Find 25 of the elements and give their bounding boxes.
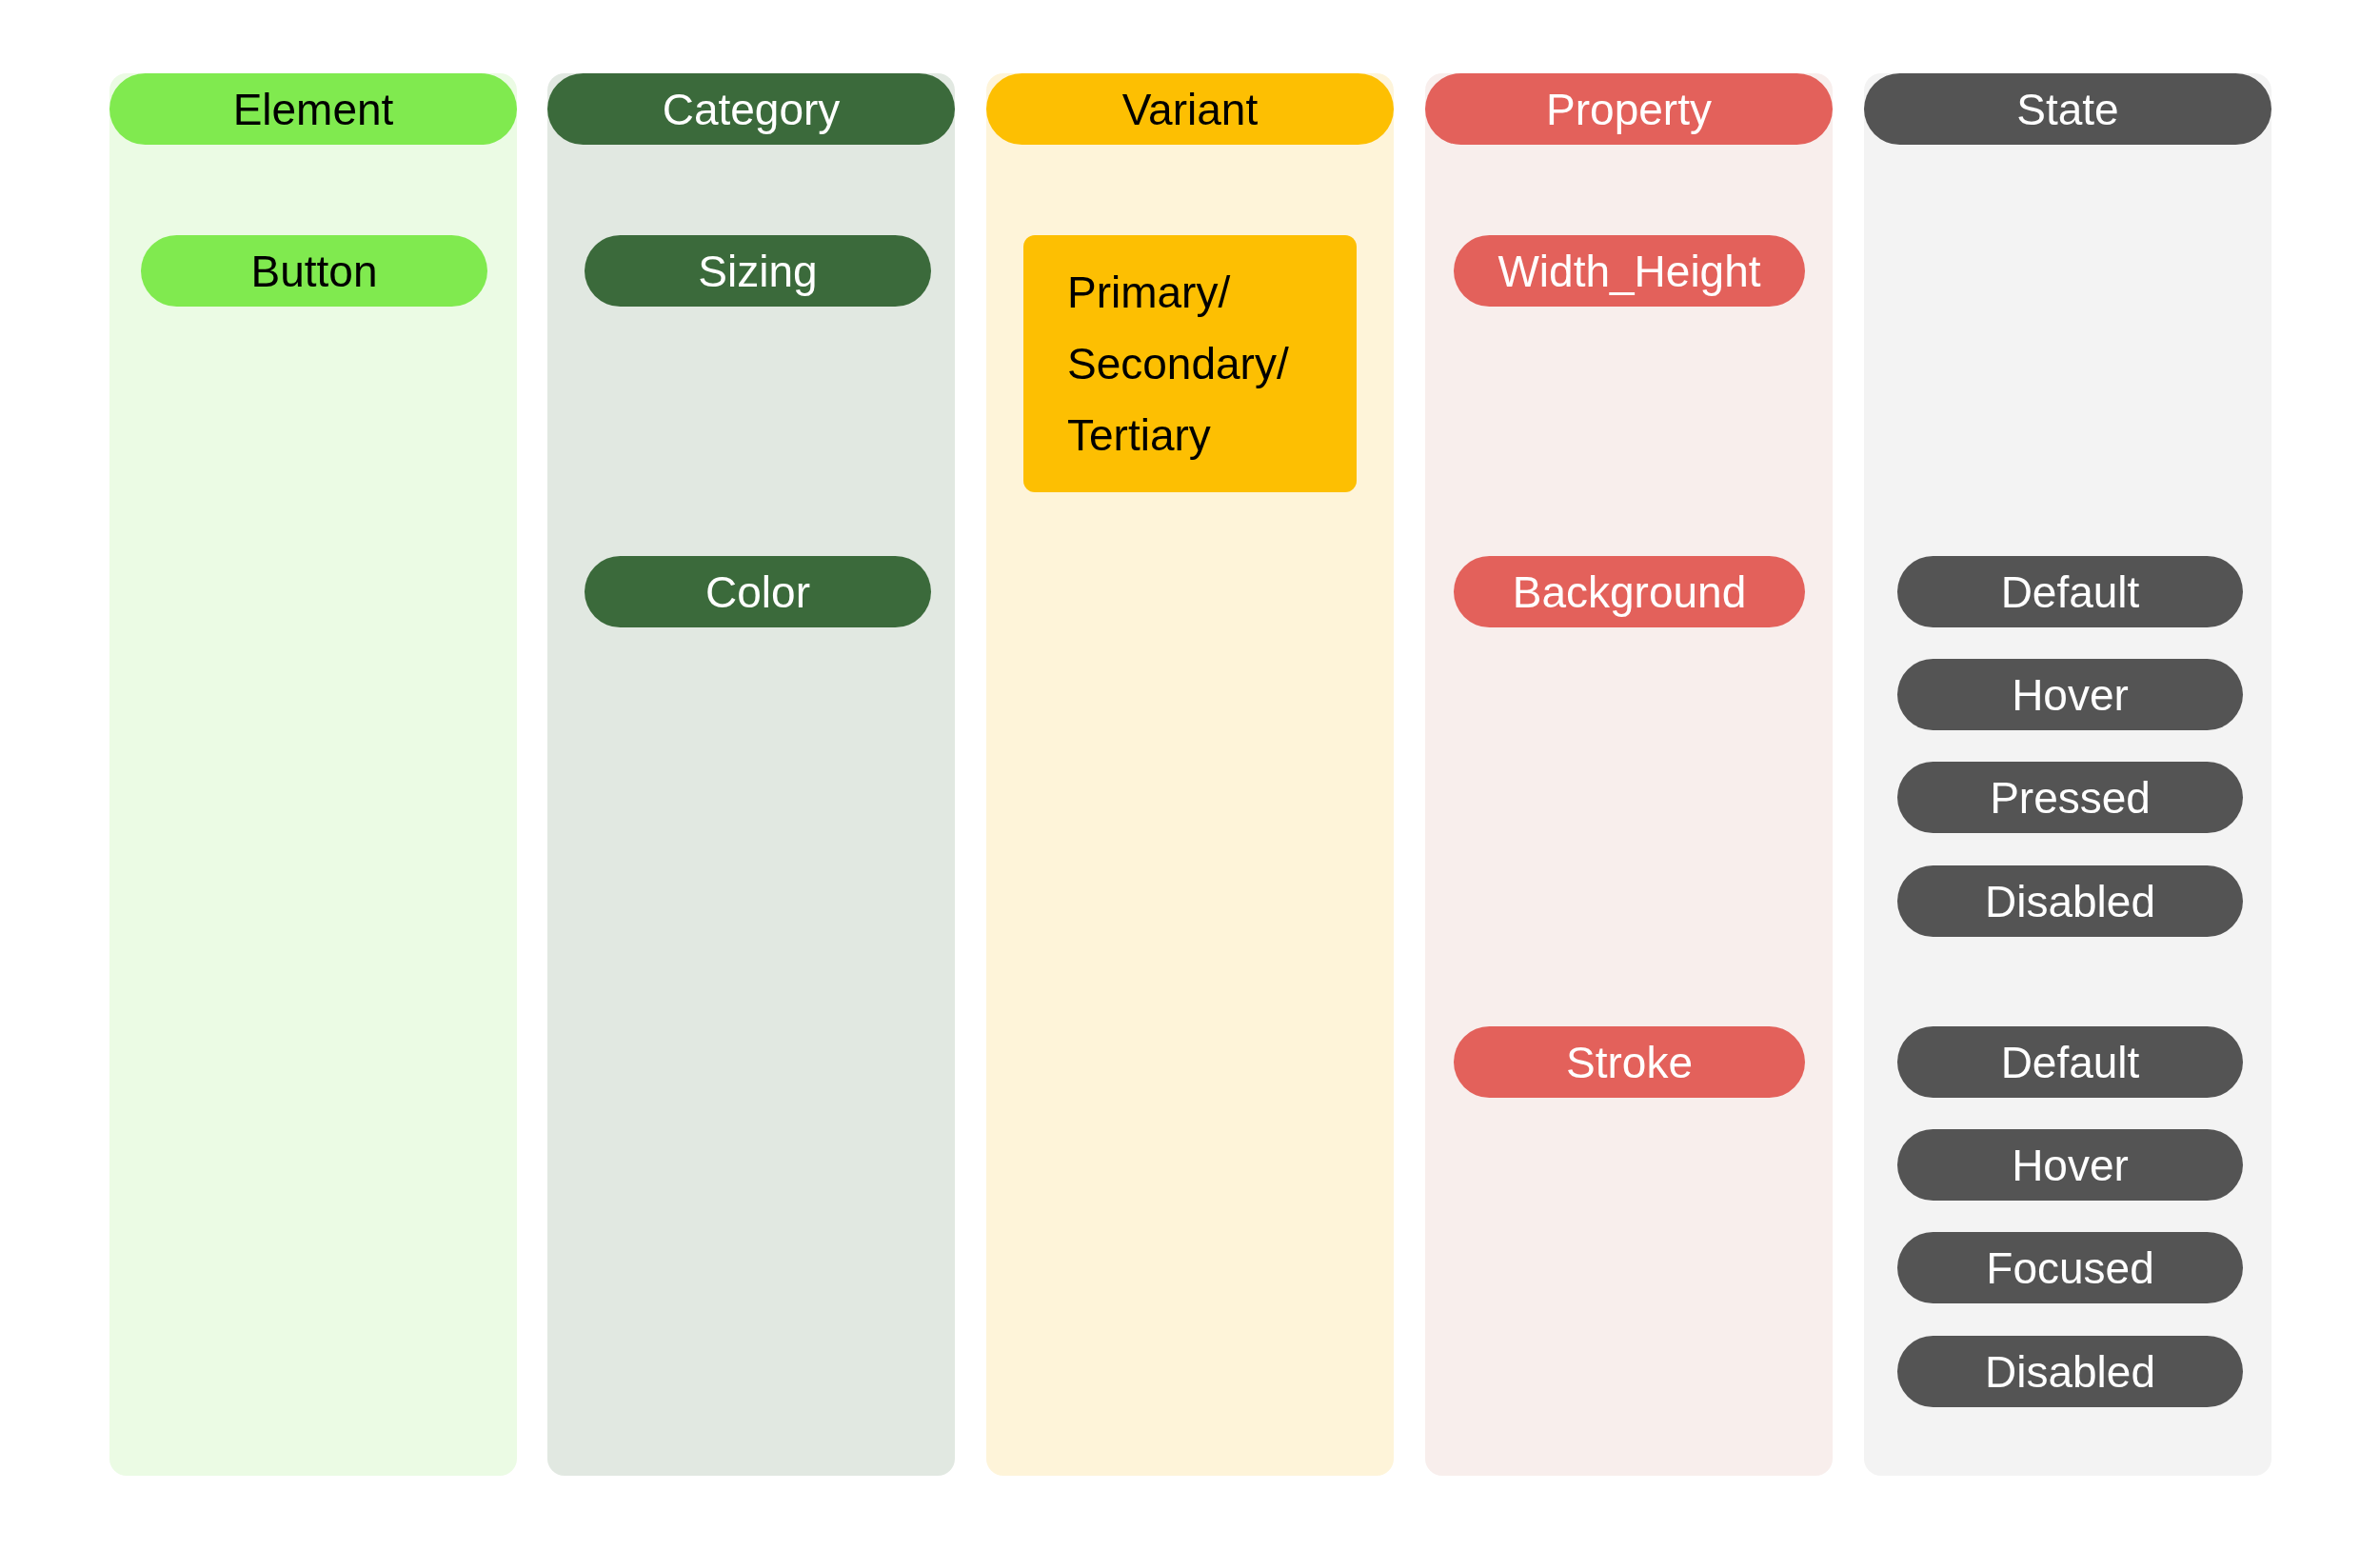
tag-pill: Color xyxy=(585,556,931,627)
tag-pill: Default xyxy=(1897,1026,2243,1098)
tag-pill: Hover xyxy=(1897,659,2243,730)
column-panel xyxy=(547,73,955,1476)
tag-pill: Disabled xyxy=(1897,865,2243,937)
tag-pill: Disabled xyxy=(1897,1336,2243,1407)
column-header: State xyxy=(1864,73,2271,145)
column-header: Variant xyxy=(986,73,1394,145)
tag-pill: Pressed xyxy=(1897,762,2243,833)
column-header: Element xyxy=(109,73,517,145)
tag-pill: Width_Height xyxy=(1454,235,1805,307)
column-panel xyxy=(1425,73,1833,1476)
tag-pill: Stroke xyxy=(1454,1026,1805,1098)
tag-pill: Sizing xyxy=(585,235,931,307)
tag-pill: Default xyxy=(1897,556,2243,627)
tag-pill: Focused xyxy=(1897,1232,2243,1303)
column-panel xyxy=(1864,73,2271,1476)
column-panel xyxy=(986,73,1394,1476)
tag-pill: Button xyxy=(141,235,487,307)
column-panel xyxy=(109,73,517,1476)
label-card: Primary/ Secondary/ Tertiary xyxy=(1023,235,1357,492)
column-header: Property xyxy=(1425,73,1833,145)
column-header: Category xyxy=(547,73,955,145)
tag-pill: Background xyxy=(1454,556,1805,627)
tag-pill: Hover xyxy=(1897,1129,2243,1201)
